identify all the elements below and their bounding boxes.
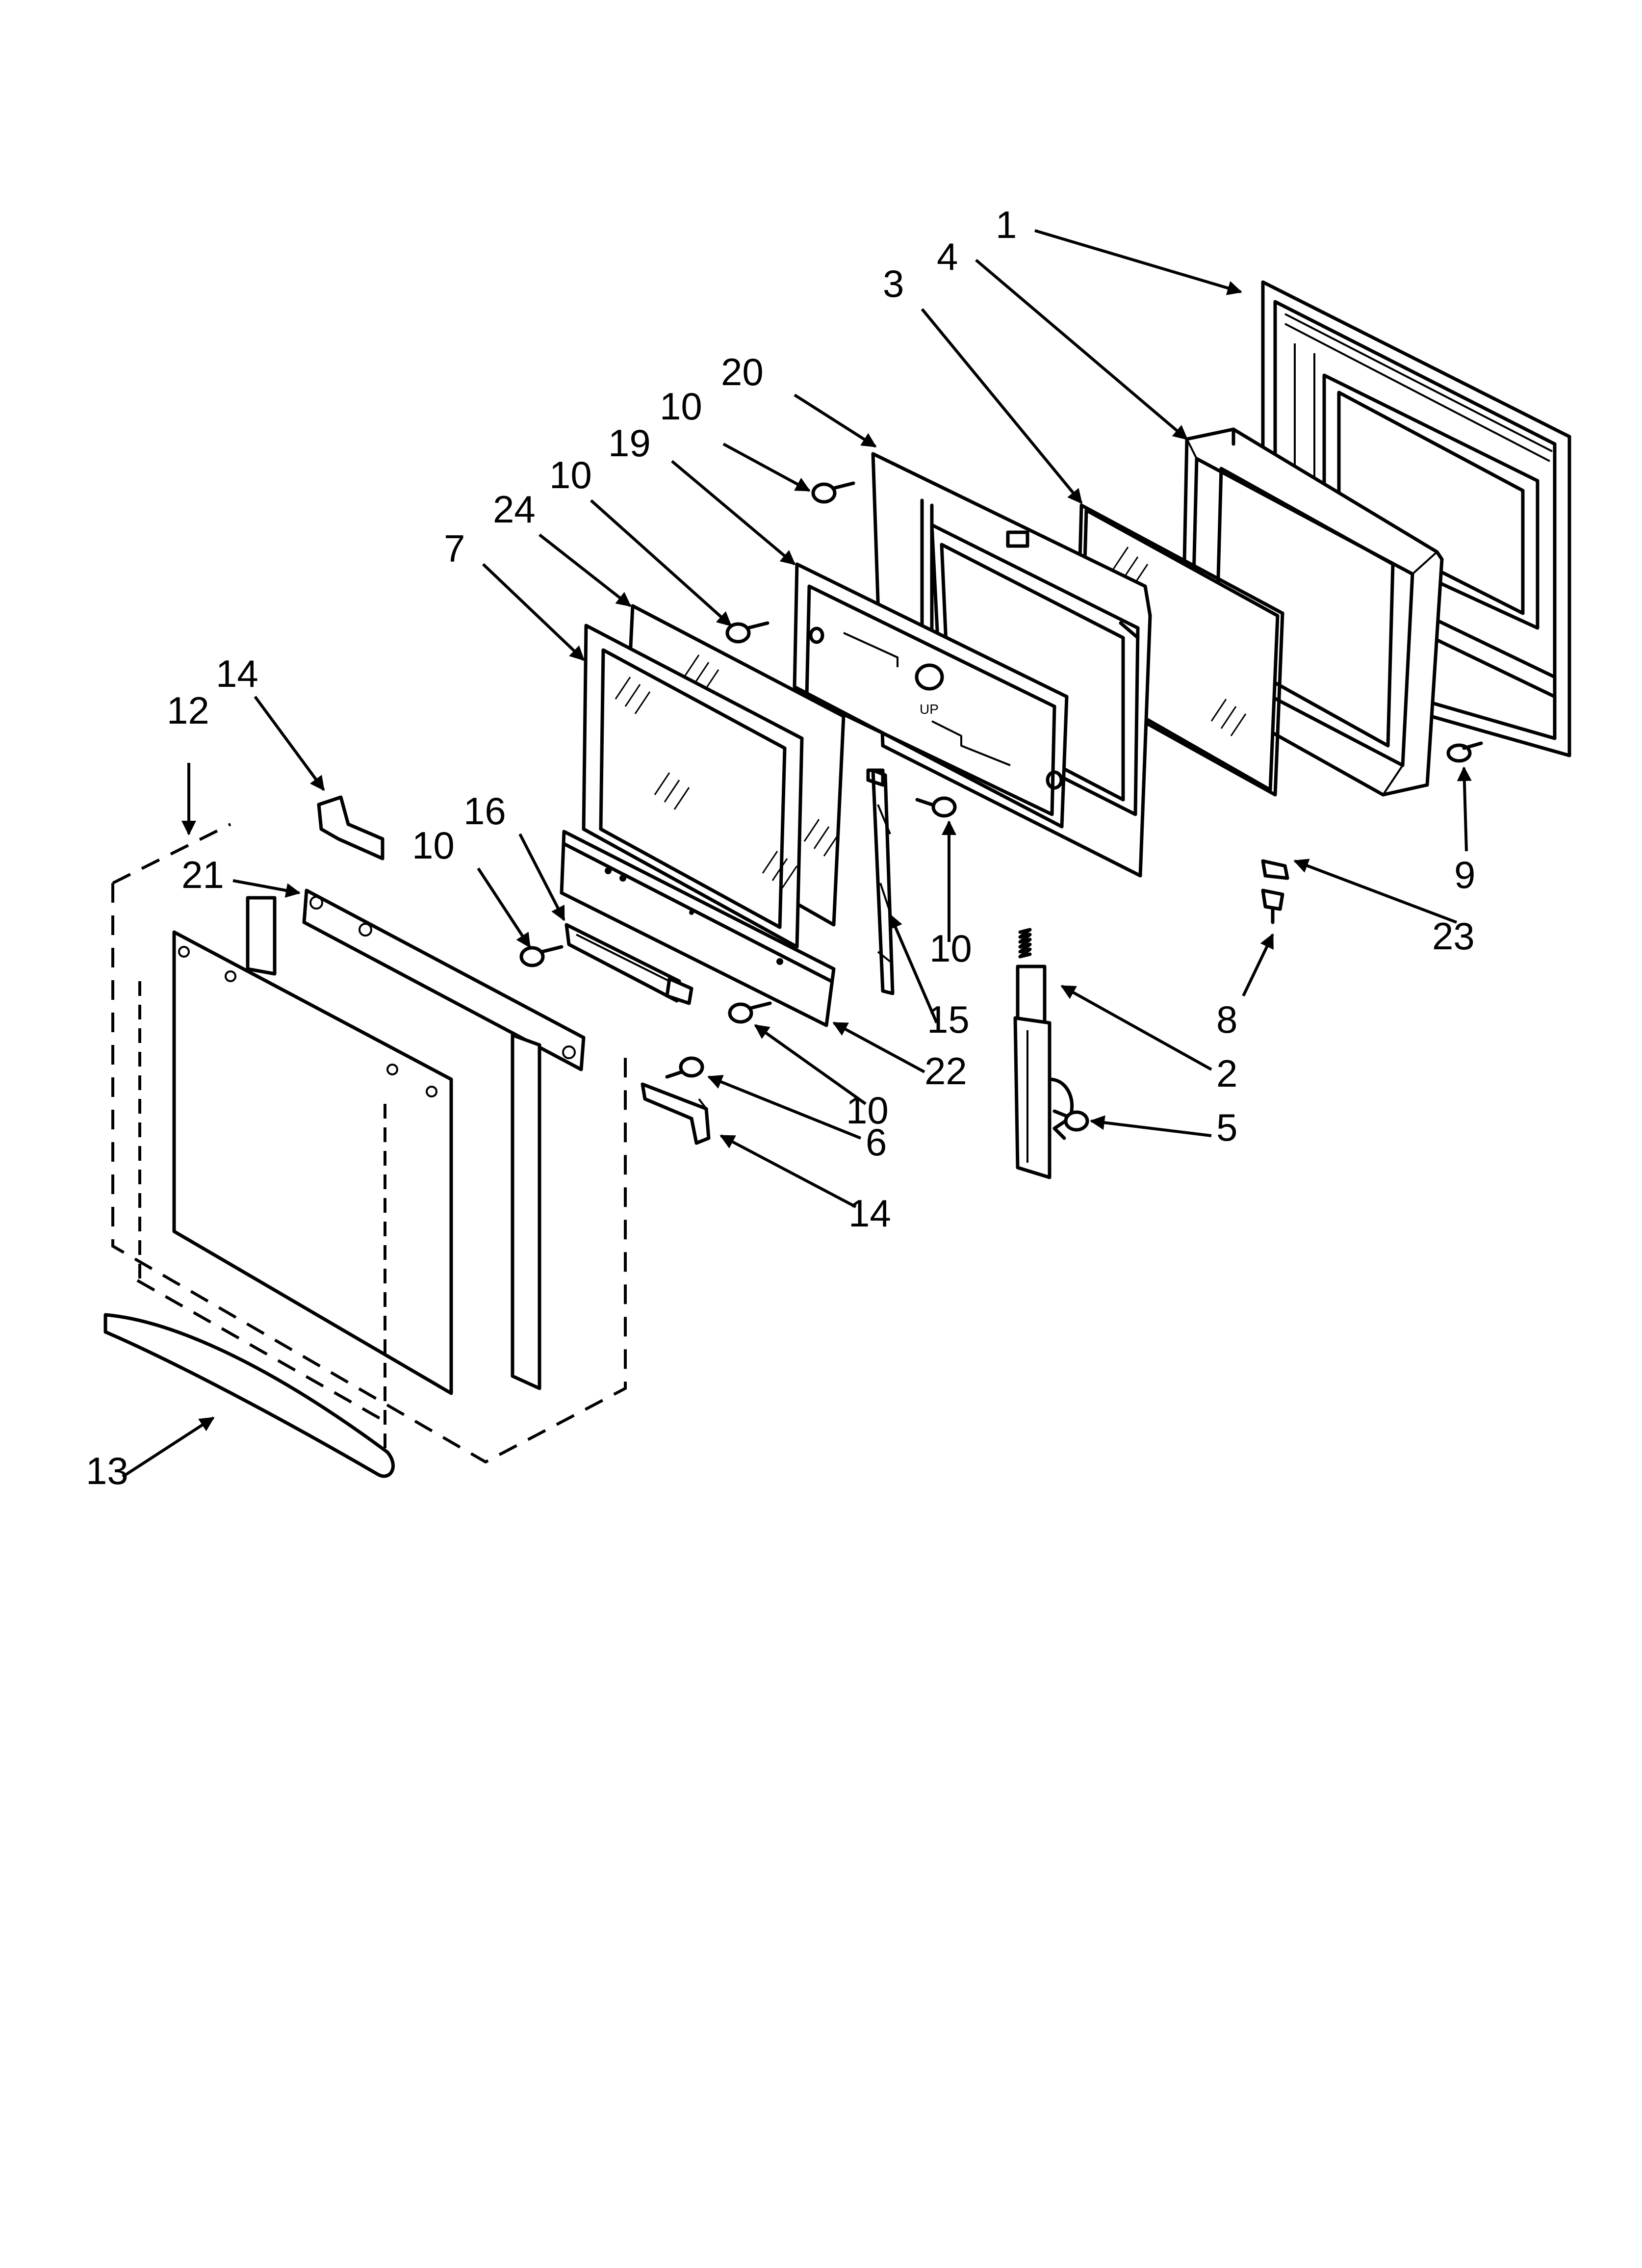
callout-13: 13 <box>86 1449 128 1492</box>
callout-10-a: 10 <box>660 385 702 428</box>
screw-8 <box>1261 888 1284 924</box>
callout-12: 12 <box>167 689 209 732</box>
top-trim-strip <box>302 888 586 1071</box>
callout-10-e: 10 <box>846 1089 889 1132</box>
callout-10-d: 10 <box>929 927 972 970</box>
callout-3: 3 <box>883 262 904 305</box>
door-handle <box>103 1313 395 1478</box>
screw-10-e <box>728 1001 772 1024</box>
callout-10-b: 10 <box>549 453 592 496</box>
screw-9 <box>1446 741 1483 763</box>
callout-5: 5 <box>1216 1106 1237 1149</box>
callout-4: 4 <box>937 235 958 278</box>
clip <box>1261 859 1289 880</box>
outer-door-assembly-outline <box>111 823 627 1464</box>
callout-20: 20 <box>721 350 764 393</box>
callout-24: 24 <box>493 488 536 531</box>
callout-22: 22 <box>924 1049 967 1093</box>
callout-2: 2 <box>1216 1052 1237 1095</box>
callout-10-c: 10 <box>412 824 455 867</box>
framed-glass <box>582 624 804 949</box>
callout-8: 8 <box>1216 998 1237 1041</box>
screw-5 <box>1052 1109 1089 1132</box>
up-stamp: UP <box>920 702 939 717</box>
bracket-14-lower <box>641 1082 711 1145</box>
callout-14-upper: 14 <box>216 652 258 695</box>
side-trim-left <box>246 896 277 976</box>
screw-10-d <box>915 796 957 818</box>
callout-6: 6 <box>866 1121 887 1164</box>
callout-14-lower: 14 <box>848 1192 891 1235</box>
callout-1: 1 <box>996 203 1017 246</box>
outer-glass-front <box>138 930 453 1477</box>
vent-baffle: UP <box>793 562 1069 829</box>
callout-9: 9 <box>1454 853 1475 896</box>
bottom-channel <box>560 830 836 1027</box>
side-bracket <box>866 768 895 995</box>
screw-10-b <box>725 621 770 644</box>
screw-6 <box>665 1056 704 1079</box>
callout-15: 15 <box>927 998 970 1041</box>
screw-10-a <box>811 481 855 504</box>
callout-21: 21 <box>181 853 224 896</box>
small-bracket <box>564 923 693 1005</box>
bracket-14-upper <box>317 795 385 860</box>
side-trim-right <box>511 1033 541 1390</box>
callout-16: 16 <box>463 789 506 833</box>
screw-10-c <box>519 945 564 967</box>
callout-19: 19 <box>608 421 651 465</box>
leader-lines <box>122 229 1472 1478</box>
door-hinge <box>1013 928 1074 1179</box>
callout-labels: 1 4 3 20 10 19 10 24 7 14 12 16 10 21 10… <box>86 203 1475 1492</box>
callout-23: 23 <box>1432 914 1475 958</box>
callout-7: 7 <box>444 527 465 570</box>
